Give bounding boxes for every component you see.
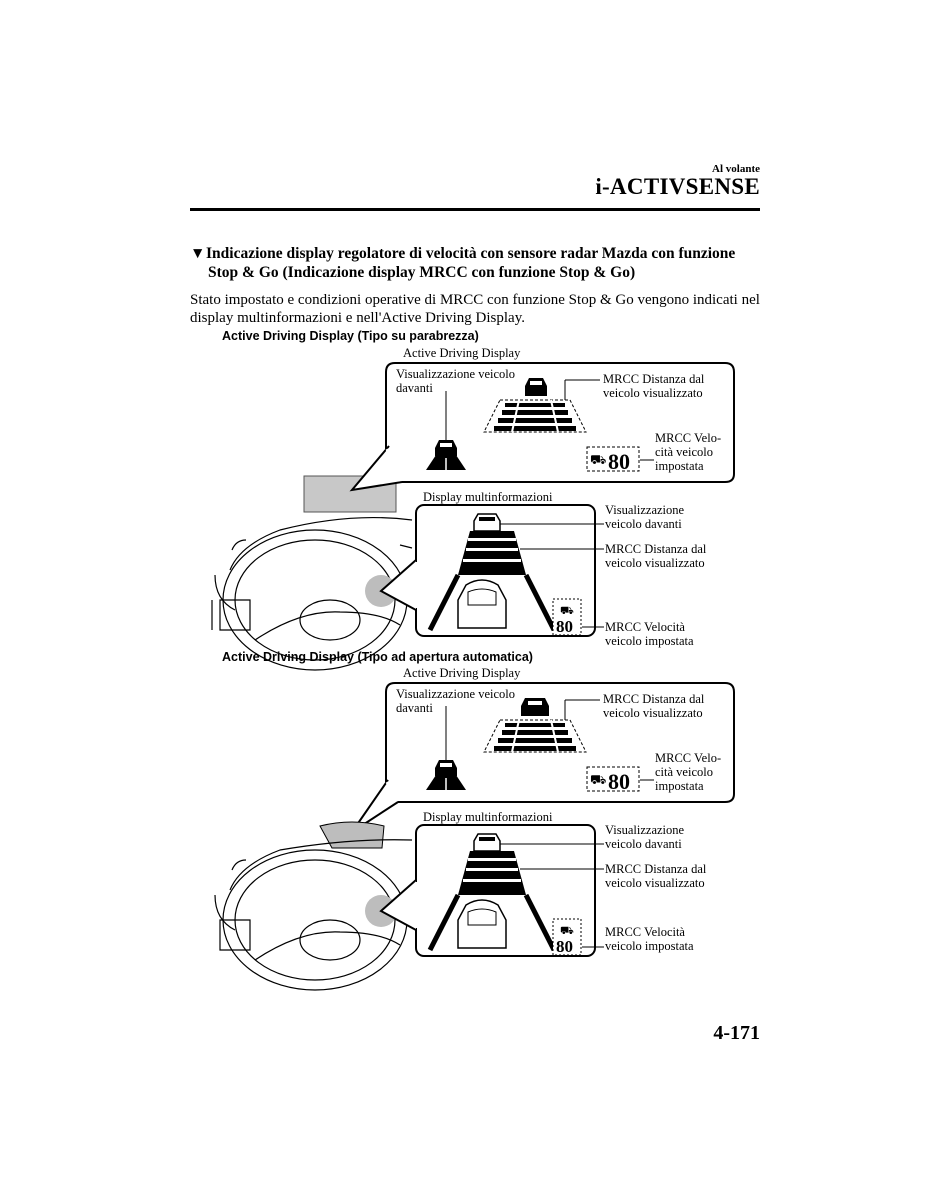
md-speed-value: 80 (556, 617, 573, 636)
ad-distance-bars (484, 400, 586, 432)
figure-2-subtitle: Active Driving Display (Tipo ad apertura… (222, 650, 533, 664)
ad-label-vehicle-ahead: Visualizzazione veicolo davanti (396, 367, 515, 395)
ad-distance-bars-2 (484, 720, 586, 752)
md-label-distance: MRCC Distanza dal veicolo visualizzato (605, 542, 706, 570)
ad-speed-value-2: 80 (608, 769, 630, 794)
md-label-vehicle-ahead-2: Visualizzazione veicolo davanti (605, 823, 684, 851)
md-vehicle-ahead-icon (474, 514, 500, 531)
svg-text:⛟: ⛟ (560, 605, 574, 617)
svg-text:⛟: ⛟ (560, 925, 574, 937)
ad-vehicle-ahead-icon (525, 378, 547, 396)
page-number: 4-171 (713, 1022, 760, 1045)
ad-label-distance-2: MRCC Distanza dal veicolo visualizzato (603, 692, 704, 720)
md-speed-value-2: 80 (556, 937, 573, 956)
md-own-vehicle-icon-2 (458, 900, 506, 948)
svg-text:⛟: ⛟ (590, 772, 606, 787)
figure-2-md-title: Display multinformazioni (423, 810, 553, 824)
md-label-distance-2: MRCC Distanza dal veicolo visualizzato (605, 862, 706, 890)
ad-label-speed: MRCC Velo- cità veicolo impostata (655, 431, 721, 473)
popup-display-unit (320, 822, 384, 848)
md-label-vehicle-ahead: Visualizzazione veicolo davanti (605, 503, 684, 531)
md-label-speed: MRCC Velocità veicolo impostata (605, 620, 694, 648)
figure-2-ad-title: Active Driving Display (403, 666, 520, 680)
md-label-speed-2: MRCC Velocità veicolo impostata (605, 925, 694, 953)
ad-label-speed-2: MRCC Velo- cità veicolo impostata (655, 751, 721, 793)
md-vehicle-ahead-icon-2 (474, 834, 500, 851)
ad-vehicle-ahead-icon-2 (521, 698, 549, 716)
ad-label-distance: MRCC Distanza dal veicolo visualizzato (603, 372, 704, 400)
cruise-icon: ⛟ (590, 452, 606, 467)
md-own-vehicle-icon (458, 580, 506, 628)
ad-label-vehicle-ahead-2: Visualizzazione veicolo davanti (396, 687, 515, 715)
ad-speed-value: 80 (608, 449, 630, 474)
